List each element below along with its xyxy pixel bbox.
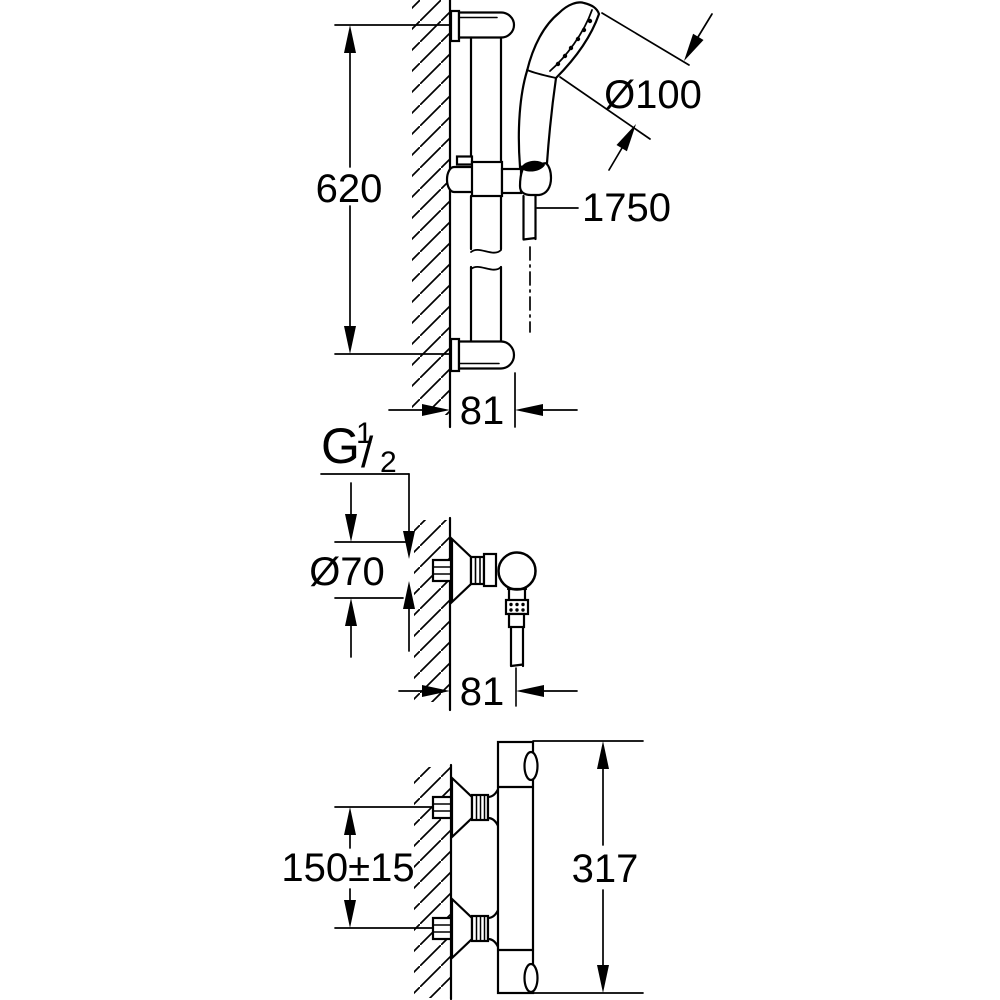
view-shower-valve: G 1 / 2 Ø70 (309, 417, 578, 714)
thermostat-body (496, 740, 535, 995)
valve-hex-facets (432, 566, 452, 575)
thermostat-lower-escutcheon (450, 896, 474, 961)
rail-bottom-bracket (457, 340, 516, 370)
wall-hatching-top (412, 0, 450, 415)
shower-hose (522, 194, 537, 241)
dim-escutcheon-diameter-label: Ø70 (309, 550, 385, 594)
valve-inlet-hex-nipple (431, 558, 453, 583)
thread-label-numerator: 1 (356, 417, 373, 450)
view-thermostat: 150±15 317 (281, 740, 644, 1000)
dim-150-arrow-up (344, 807, 356, 835)
thread-arrow-up (403, 581, 415, 609)
thread-arrow-down (403, 531, 415, 559)
dim-81v-arrow-left (516, 685, 544, 697)
dim-head-diameter-label: Ø100 (604, 73, 702, 117)
slider-knob (445, 165, 474, 194)
dim-connection-spacing-label: 150±15 (281, 846, 414, 890)
thermostat-upper-escutcheon (450, 775, 474, 840)
spray-face-dots (555, 18, 593, 67)
holder-arm (500, 167, 523, 195)
thread-label-g: G (321, 418, 360, 474)
dim-body-height (532, 740, 644, 994)
thermostat-upper-hex-nipple (431, 795, 453, 820)
rail-bottom-wall-plate (449, 337, 461, 373)
dim-100-line-lower (608, 147, 623, 171)
thread-label-denominator: 2 (380, 446, 397, 479)
dim-620-arrow-up (344, 25, 356, 53)
hand-shower-neck-line (526, 69, 557, 79)
dim-620-arrow-down (344, 326, 356, 354)
thermostat-upper-hex-facets (432, 803, 452, 812)
dim-escutcheon-diameter (334, 482, 407, 658)
valve-union-nut (469, 555, 486, 586)
valve-escutcheon-cone (450, 536, 473, 605)
valve-hose-nut-knurl (509, 602, 525, 612)
dim-81-arrow-left (515, 404, 543, 416)
valve-outlet-neck (506, 587, 528, 602)
dim-wall-offset-rail (388, 372, 578, 428)
dim-hose-length-label: 1750 (582, 186, 671, 230)
spray-face-inner-line (549, 9, 593, 72)
wall-hatching-middle (414, 520, 450, 702)
dim-100-ext-upper (601, 12, 690, 66)
dim-317-arrow-up (597, 741, 609, 769)
thermostat-top-handle-grip (523, 750, 539, 782)
dim-81v-arrow-right (422, 685, 450, 697)
dim-70-arrow-down (345, 514, 357, 542)
dim-100-arrow-upper (684, 33, 704, 61)
valve-hose (509, 625, 525, 668)
view-shower-rail-set: 620 Ø100 1750 81 (316, 0, 713, 433)
thread-label-slash: / (361, 428, 374, 477)
valve-collar (482, 552, 498, 588)
dim-rail-height (334, 24, 451, 355)
dim-100-line-upper (697, 13, 713, 38)
dim-connection-spacing (334, 806, 433, 929)
valve-union-nut-ribs (474, 556, 481, 585)
valve-handle-knob (497, 551, 537, 591)
dim-100-ext-lower (559, 76, 651, 140)
dim-head-diameter (559, 12, 713, 171)
dim-rail-height-label: 620 (316, 167, 383, 211)
hand-shower (517, 1, 601, 169)
thermostat-lower-hex-facets (432, 924, 452, 933)
holder-gap-shadow (521, 160, 545, 172)
rail-top-wall-plate (449, 9, 461, 43)
thermostat-lower-nut-ribs (475, 915, 486, 942)
rail-top-bracket (457, 11, 516, 39)
rail-slider (470, 160, 504, 198)
dim-317-arrow-down (597, 965, 609, 993)
slider-clamp-tab (455, 155, 474, 166)
dim-150-arrow-down (344, 900, 356, 928)
dim-wall-offset-rail-label: 81 (460, 389, 505, 433)
dim-81-arrow-right (422, 404, 450, 416)
valve-hose-adapter (507, 612, 526, 629)
dim-100-arrow-lower (616, 124, 636, 152)
dim-wall-offset-valve (398, 685, 578, 697)
dim-body-height-label: 317 (572, 847, 639, 891)
thermostat-lower-hex-nipple (431, 916, 453, 941)
dim-wall-offset-valve-label: 81 (460, 670, 505, 714)
thermostat-cap-lines (496, 785, 535, 952)
thermostat-upper-nut-ribs (475, 794, 486, 821)
rail-tube (469, 36, 503, 344)
rail-break-symbol (470, 248, 502, 271)
thread-leader (320, 473, 415, 652)
dim-70-arrow-up (345, 598, 357, 626)
valve-hose-nut (504, 598, 530, 616)
thermostat-bottom-handle-grip (523, 962, 539, 994)
